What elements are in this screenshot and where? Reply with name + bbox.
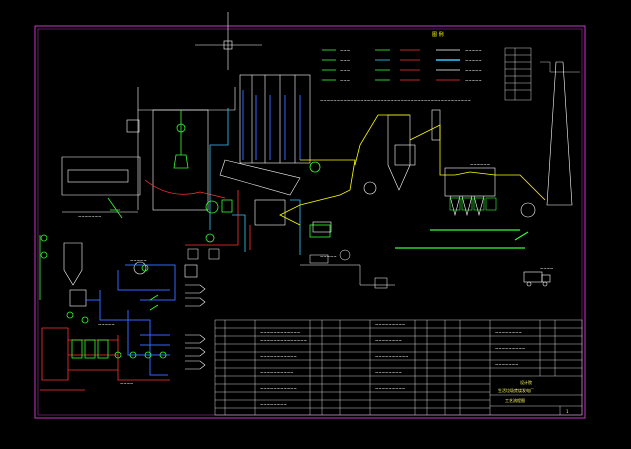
svg-text:~~~~~~~~: ~~~~~~~~ [260,402,287,407]
svg-text:~~~: ~~~ [340,78,350,83]
svg-text:~~~~~~~~~~~~: ~~~~~~~~~~~~ [260,330,300,335]
svg-text:~~~~~~~~~~~: ~~~~~~~~~~~ [260,386,297,391]
svg-text:~~~~~: ~~~~~ [465,78,482,83]
feedwater-lines [209,108,301,255]
ash-conveyor [395,229,529,249]
boiler [219,74,311,226]
crosshair-cursor-icon [195,12,262,70]
svg-text:~~~~~~~~~~: ~~~~~~~~~~ [375,354,409,359]
drawing-frame-outer [34,25,586,419]
svg-text:~~~~: ~~~~ [120,381,133,386]
waste-pit-building [61,87,236,213]
svg-text:~~~~~~~~: ~~~~~~~~ [495,330,522,335]
title-block: 生活垃圾焚烧发电厂 工艺流程图 设计院 1 [498,379,569,414]
annotations: ~~~~~~~~~~~~~~~~~~~~~~~~~~~~~~~~~~~~~~~~… [78,98,553,386]
svg-text:~~~~~~~~~~~~~~: ~~~~~~~~~~~~~~ [260,338,307,343]
legend-title: 图 例 [432,31,444,38]
equipment-list-table [214,319,583,416]
ash-truck-icon [312,221,551,287]
svg-text:~~~~~~~~~: ~~~~~~~~~ [375,386,405,391]
svg-text:~~~~~~~~: ~~~~~~~~ [375,338,402,343]
svg-text:~~~~~~~~~~~~~~~~~~~~~~~~~~~~~~: ~~~~~~~~~~~~~~~~~~~~~~~~~~~~~~~~~~~~~~~~… [320,98,471,103]
title-block-sheet: 1 [566,409,569,414]
legend: 图 例 ~~~ ~~~ ~~~ ~~~ ~~~~~ ~~~~~ ~~~~~ ~~~~~ [322,31,482,83]
svg-text:~~~~~~: ~~~~~~ [470,162,490,167]
svg-text:~~~~~~~~~: ~~~~~~~~~ [375,322,405,327]
svg-text:~~~~~~~: ~~~~~~~ [78,214,101,219]
svg-text:~~~: ~~~ [340,58,350,63]
svg-text:~~~~~: ~~~~~ [465,68,482,73]
svg-text:~~~: ~~~ [340,48,350,53]
svg-text:~~~~~: ~~~~~ [130,258,147,263]
lime-slurry-lines [187,248,395,289]
air-fan-icons [205,161,331,243]
blower-arrows [184,264,206,370]
blue-water-pipes [85,264,176,376]
flue-duct-right [354,114,546,201]
svg-text:~~~~~: ~~~~~ [465,48,482,53]
title-block-drawing-name: 工艺流程图 [505,397,525,403]
flue-gas-line [279,159,356,226]
svg-text:~~~~~: ~~~~~ [320,254,337,259]
semi-dry-scrubber [387,109,441,191]
red-water-pipes [40,327,170,391]
svg-text:~~~~~: ~~~~~ [465,58,482,63]
boiler-tubes [242,90,301,160]
chimney [546,61,573,206]
waste-flow-line [144,179,226,199]
title-block-project: 生活垃圾焚烧发电厂 [498,387,534,393]
green-water-equipment [39,234,167,359]
svg-text:~~~~: ~~~~ [540,266,553,271]
fire-pump-icon [107,197,123,219]
induced-draft-fan [363,181,536,218]
svg-text:~~~~~~~~~~: ~~~~~~~~~~ [260,370,294,375]
svg-text:~~~~~~~~: ~~~~~~~~ [375,370,402,375]
title-block-company: 设计院 [520,379,532,385]
crane-grab [173,110,189,169]
steam-lines [185,190,251,250]
equipment-table [504,47,580,101]
bag-filter-hoppers [449,197,497,211]
svg-text:~~~~~: ~~~~~ [98,322,115,327]
table-cell-text: ~~~~~~~~~~~~ ~~~~~~~~~~~~~~ ~~~~~~~~~~~ … [260,322,525,407]
svg-text:~~~~~~~~~~~: ~~~~~~~~~~~ [260,354,297,359]
svg-text:~~~~~~~~~: ~~~~~~~~~ [495,346,525,351]
bag-filter [444,167,496,217]
water-tanks [63,242,147,307]
svg-text:~~~~~~~: ~~~~~~~ [495,362,518,367]
svg-text:~~~: ~~~ [340,68,350,73]
